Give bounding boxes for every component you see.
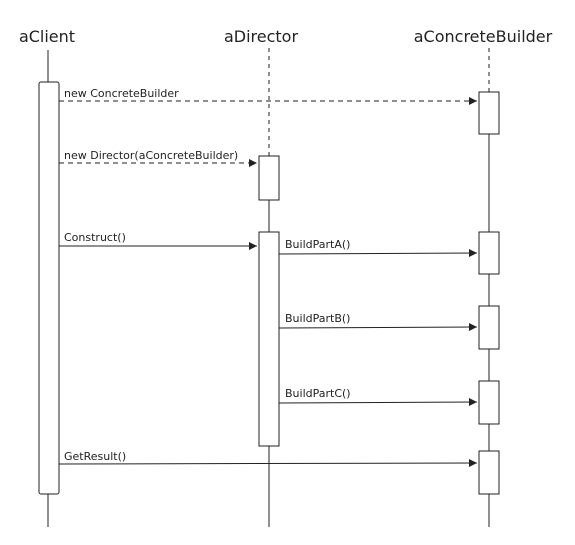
message-label: new ConcreteBuilder xyxy=(64,87,179,100)
activation-aclient xyxy=(38,81,60,495)
message-label: BuildPartC() xyxy=(285,387,351,400)
activation-adirector-construct xyxy=(258,231,280,447)
message-new-director: new Director(aConcreteBuilder) xyxy=(59,149,257,167)
message-label: GetResult() xyxy=(64,450,126,463)
activation-builder-getresult xyxy=(478,450,500,495)
message-construct: Construct() xyxy=(59,231,257,250)
activation-builder-parta xyxy=(478,231,500,275)
message-getresult: GetResult() xyxy=(58,450,478,468)
message-buildpartc: BuildPartC() xyxy=(278,387,478,407)
activation-adirector-create xyxy=(258,155,280,201)
message-label: Construct() xyxy=(64,231,126,244)
participant-aclient: aClient xyxy=(19,27,75,46)
activation-builder-partc xyxy=(478,380,500,425)
activation-builder-create xyxy=(478,91,500,135)
activation-builder-partb xyxy=(478,305,500,350)
participant-adirector: aDirector xyxy=(224,27,299,46)
message-buildpartb: BuildPartB() xyxy=(278,312,478,332)
participant-aconcretebuilder: aConcreteBuilder xyxy=(414,27,553,46)
message-new-concretebuilder: new ConcreteBuilder xyxy=(59,87,477,105)
message-buildparta: BuildPartA() xyxy=(278,238,478,258)
message-label: BuildPartB() xyxy=(285,312,350,325)
message-label: BuildPartA() xyxy=(285,238,350,251)
message-label: new Director(aConcreteBuilder) xyxy=(64,149,238,162)
